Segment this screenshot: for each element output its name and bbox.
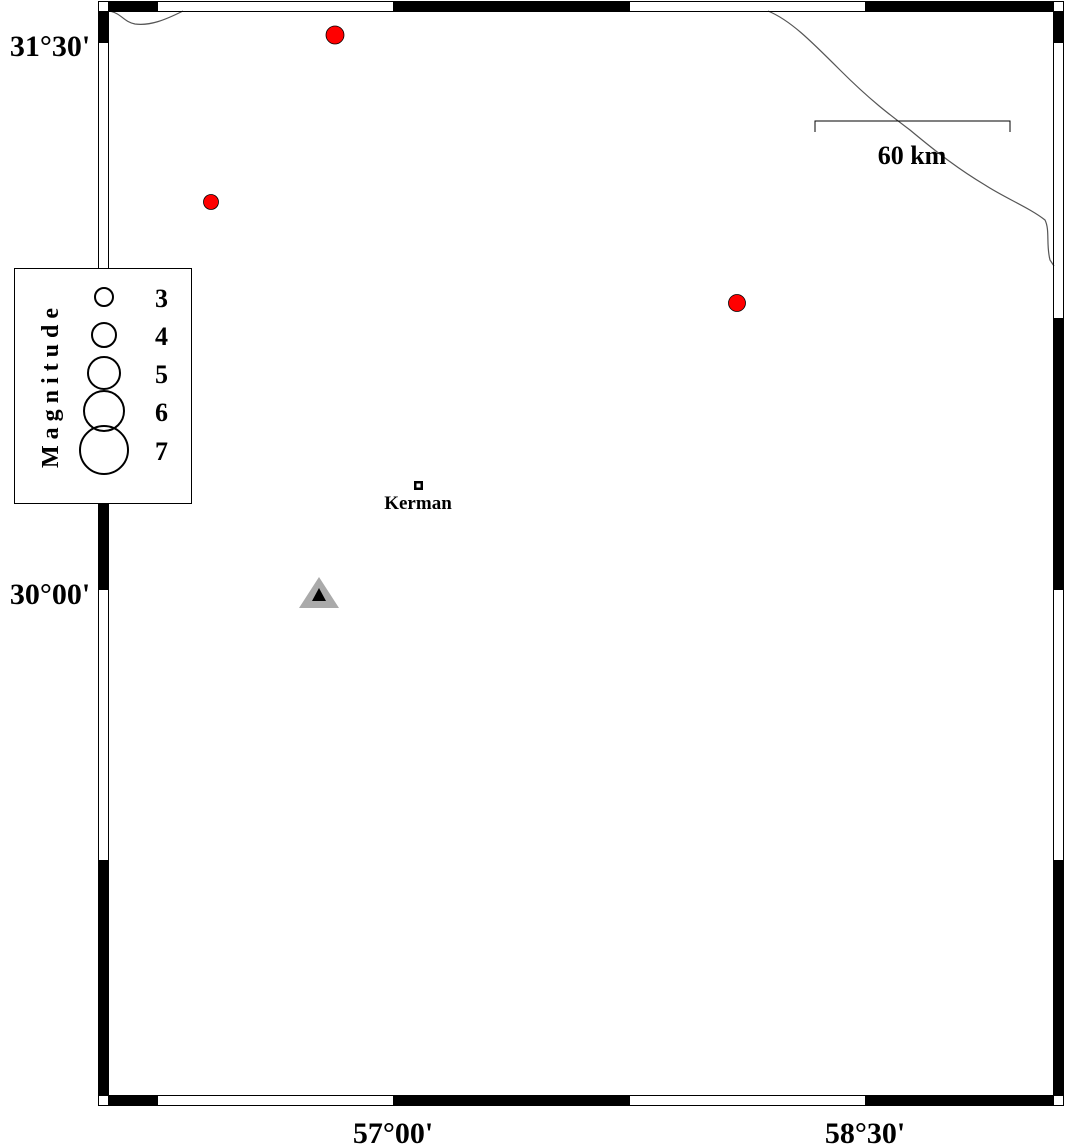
boundary-line-ne	[767, 10, 1055, 267]
legend-circle	[87, 356, 121, 390]
scale-bar-label: 60 km	[878, 141, 947, 170]
map-area	[108, 11, 1054, 1096]
earthquake-event[interactable]	[728, 294, 746, 312]
lon-label: 57°00'	[353, 1117, 433, 1146]
magnitude-legend: Magnitude 3 4 5 6 7	[14, 268, 192, 504]
legend-label: 7	[155, 437, 168, 466]
legend-label: 3	[155, 284, 168, 313]
legend-label: 5	[155, 360, 168, 389]
legend-circle	[83, 390, 125, 432]
lat-label: 31°30'	[10, 30, 90, 63]
legend-title: Magnitude	[38, 302, 64, 468]
legend-circle	[91, 322, 117, 348]
lat-label: 30°00'	[10, 578, 90, 611]
scale-bar: 60 km	[814, 120, 1011, 170]
boundary-line-nw	[109, 10, 184, 25]
station-triangle-icon[interactable]	[299, 577, 339, 608]
city-label: Kerman	[384, 493, 452, 514]
lon-label: 58°30'	[825, 1117, 905, 1146]
city-marker-kerman[interactable]: Kerman	[384, 481, 452, 514]
legend-label: 4	[155, 322, 168, 351]
earthquake-event[interactable]	[325, 25, 345, 45]
legend-circle	[79, 425, 129, 475]
legend-label: 6	[155, 398, 168, 427]
earthquake-event[interactable]	[203, 194, 219, 210]
legend-circle	[94, 287, 114, 307]
